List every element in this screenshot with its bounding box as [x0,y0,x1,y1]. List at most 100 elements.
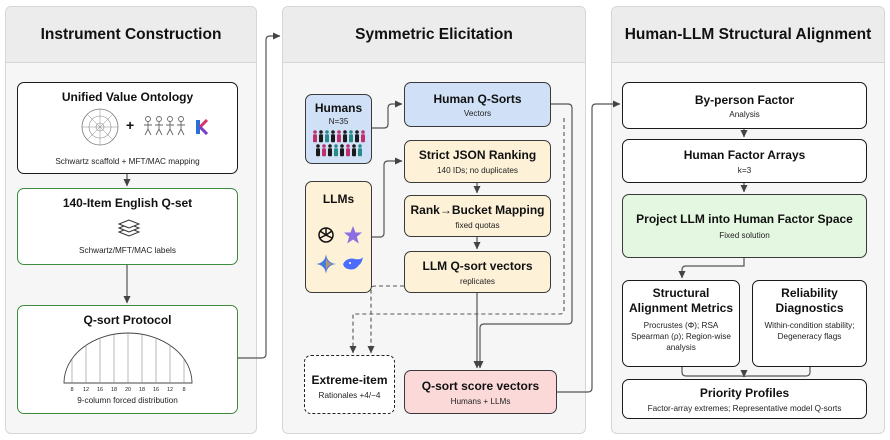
box-title: Strict JSON Ranking [418,148,537,162]
distribution-tick-label: 16 [153,387,159,393]
box-subtitle: Vectors [463,109,492,118]
box-subtitle: Procrustes (Φ); RSA [643,321,719,330]
box-title: Humans [314,101,363,115]
person-head [343,130,347,134]
person-head [325,130,329,134]
box-title: Rank→Bucket Mapping [410,203,545,217]
box-title: Diagnostics [775,301,844,315]
by-person-factor-box: By-person Factor Analysis [622,82,867,129]
box-title: Extreme-item [311,373,388,387]
person-head [352,144,356,148]
q-set-box: 140-Item English Q-set Schwartz/MFT/MAC … [17,188,238,265]
distribution-tick-label: 16 [97,387,103,393]
box-subtitle: analysis [666,343,696,352]
openai-logo-icon [318,227,334,243]
box-subtitle: Schwartz scaffold + MFT/MAC mapping [55,157,200,166]
distribution-tick-label: 8 [182,387,185,393]
box-subtitle: Factor-array extremes; Representative mo… [647,404,842,413]
box-title: LLM Q-sort vectors [422,259,533,273]
box-title: Unified Value Ontology [61,90,194,104]
distribution-tick-label: 12 [167,387,173,393]
person-body [316,148,320,157]
person-head [358,144,362,148]
person-body [361,134,365,143]
person-body [340,148,344,157]
box-title: Human Factor Arrays [683,148,806,162]
box-subtitle: Fixed solution [719,231,770,240]
project-llm-box: Project LLM into Human Factor Space Fixe… [622,194,867,258]
box-title: Alignment Metrics [628,301,733,315]
person-body [346,148,350,157]
person-body [343,134,347,143]
person-head [337,130,341,134]
person-body [319,134,323,143]
distribution-tick-label: 18 [139,387,145,393]
box-subtitle: Schwartz/MFT/MAC labels [79,246,176,255]
box-subtitle: 140 IDs; no duplicates [436,166,518,175]
person-body [337,134,341,143]
person-body [349,134,353,143]
strict-json-ranking-box: Strict JSON Ranking 140 IDs; no duplicat… [404,140,551,183]
extreme-item-box: Extreme-item Rationales +4/−4 [304,355,395,414]
panel-title: Instrument Construction [6,7,256,63]
gemini-star-icon [316,254,336,274]
box-title: Reliability [781,286,838,300]
person-head [313,130,317,134]
box-title: Priority Profiles [699,386,790,400]
person-head [334,144,338,148]
human-q-sorts-box: Human Q-Sorts Vectors [404,82,551,127]
box-title: Human Q-Sorts [433,92,522,106]
participant-count: N=35 [328,117,349,126]
claude-star-icon [344,226,362,244]
plus-sign: + [126,117,135,133]
person-head [349,130,353,134]
llms-box: LLMs [305,181,372,293]
box-subtitle: Analysis [729,110,760,119]
box-title: Project LLM into Human Factor Space [636,212,853,226]
box-subtitle: fixed quotas [455,221,500,230]
box-title: Q-sort score vectors [421,379,540,393]
llm-q-sort-vectors-box: LLM Q-sort vectors replicates [404,251,551,293]
human-factor-arrays-box: Human Factor Arrays k=3 [622,139,867,183]
box-subtitle: Degeneracy flags [777,332,842,341]
person-body [322,148,326,157]
box-title: Structural [652,286,710,300]
whale-logo-icon [343,257,363,270]
distribution-tick-label: 12 [83,387,89,393]
structural-alignment-metrics-box: Structural Alignment Metrics Procrustes … [622,280,740,367]
person-head [346,144,350,148]
person-body [352,148,356,157]
distribution-tick-label: 8 [70,387,73,393]
distribution-tick-label: 18 [111,387,117,393]
person-body [358,148,362,157]
stacked-cards-icon [117,219,141,237]
rank-bucket-mapping-box: Rank→Bucket Mapping fixed quotas [404,195,551,237]
person-body [334,148,338,157]
people-crowd-icon [313,130,365,157]
person-body [328,148,332,157]
box-title: Q-sort Protocol [83,313,172,327]
person-head [328,144,332,148]
reliability-diagnostics-box: Reliability Diagnostics Within-condition… [752,280,867,367]
person-head [361,130,365,134]
person-head [355,130,359,134]
box-subtitle: Rationales +4/−4 [318,391,381,400]
box-title: LLMs [322,192,355,206]
box-title: 140-Item English Q-set [62,196,193,210]
person-head [316,144,320,148]
box-subtitle: Humans + LLMs [450,397,511,406]
box-subtitle: replicates [459,277,496,286]
person-head [322,144,326,148]
person-body [325,134,329,143]
person-head [331,130,335,134]
person-body [355,134,359,143]
q-sort-score-vectors-box: Q-sort score vectors Humans + LLMs [404,370,557,414]
box-subtitle: k=3 [737,166,752,175]
priority-profiles-box: Priority Profiles Factor-array extremes;… [622,379,867,419]
box-subtitle: Within-condition stability; [764,321,855,330]
people-group-icon [144,116,185,136]
panel-title: Human-LLM Structural Alignment [612,7,884,63]
k-logo-icon [196,119,209,135]
